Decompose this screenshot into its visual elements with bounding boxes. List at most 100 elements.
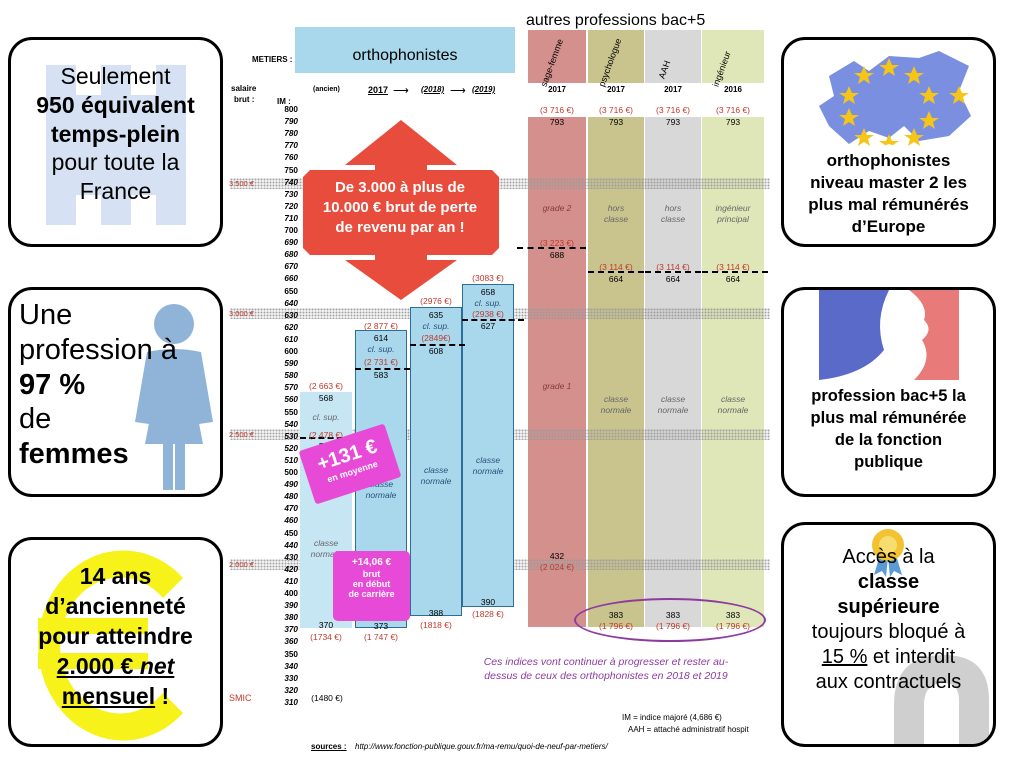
- rosette-icon: [868, 527, 908, 577]
- im-scale-tick: 400: [284, 589, 298, 598]
- c3-top-val: (2976 €): [420, 296, 452, 306]
- women-line5: femmes: [19, 438, 129, 471]
- year-2019: (2019): [472, 85, 496, 94]
- c1-mid-val: (2 478 €): [308, 430, 344, 440]
- im-scale-tick: 760: [284, 153, 298, 163]
- sf-bottom-val: (2 024 €): [539, 562, 575, 572]
- im-scale-tick: 360: [284, 637, 298, 647]
- europe-map-icon: [809, 46, 974, 146]
- c1-top-im: 568: [318, 393, 334, 403]
- c1-cl-sup: cl. sup.: [312, 412, 340, 422]
- c3-bottom-im: 388: [428, 608, 444, 618]
- im-scale-tick: 640: [284, 298, 298, 308]
- cs-line1: Accès à la: [842, 546, 935, 568]
- cs-line3: supérieure: [837, 596, 940, 618]
- im-scale-tick: 610: [284, 334, 298, 344]
- women-line1: Une: [19, 299, 73, 331]
- side-smic: SMIC: [229, 693, 252, 703]
- psy-top-im: 793: [608, 117, 624, 127]
- c3-dash-val: (2849€): [421, 333, 451, 343]
- im-scale-tick: 410: [284, 576, 298, 586]
- im-scale-tick: 440: [284, 540, 298, 550]
- aah-top-im: 793: [665, 117, 681, 127]
- c2-bottom-val: (1 747 €): [363, 632, 399, 642]
- left-box-women: Une profession à 97 % de femmes: [8, 287, 223, 497]
- c3-dash-im: 608: [428, 346, 444, 356]
- seniority-line5: mensuel: [61, 682, 156, 709]
- seniority-excl: !: [155, 682, 170, 709]
- c4-bottom-im: 390: [480, 597, 496, 607]
- c3-cl-sup: cl. sup.: [422, 321, 450, 331]
- note-line2: dessus de ceux des orthophonistes en 201…: [484, 670, 728, 683]
- fp-line2: plus mal rémunérée: [810, 408, 967, 427]
- im-scale-tick: 750: [284, 165, 298, 175]
- im-scale-tick: 800: [284, 105, 298, 114]
- im-scale-tick: 340: [284, 661, 298, 671]
- psy-column-body: [588, 117, 644, 627]
- europe-line3: plus mal rémunérés: [808, 195, 969, 215]
- aah-dash-im: 664: [665, 274, 681, 284]
- fp-line1: profession bac+5 la: [811, 387, 966, 405]
- note-line1: Ces indices vont continuer à progresser …: [483, 656, 729, 668]
- pink14-line1: +14,06 €: [351, 557, 392, 568]
- c4-top-im: 658: [480, 287, 496, 297]
- salaire-label-1: salaire: [231, 84, 257, 93]
- year-2018: (2018): [421, 85, 445, 94]
- ftes-line5: France: [79, 178, 152, 204]
- im-scale-tick: 460: [284, 516, 298, 526]
- im-scale-tick: 730: [284, 189, 298, 199]
- psy-dash-val: (3 114 €): [599, 262, 633, 272]
- im-scale-tick: 590: [284, 359, 298, 369]
- prof-year-ing: 2016: [724, 85, 742, 94]
- band-3500: [230, 178, 770, 189]
- cs-line4: toujours bloqué à: [811, 621, 966, 643]
- im-scale-tick: 500: [284, 468, 298, 477]
- header-ortho-band: [295, 27, 515, 73]
- arrow-line1: De 3.000 à plus de: [334, 179, 466, 196]
- seniority-line3: pour atteindre: [38, 622, 193, 649]
- im-scale-tick: 740: [284, 177, 298, 187]
- ing-dash-val: (3 114 €): [716, 262, 750, 272]
- c3-normale: normale: [420, 476, 452, 486]
- side-2500: 2 500 €: [229, 430, 255, 439]
- psy-top-val: (3 716 €): [598, 105, 634, 115]
- highlight-ellipse: [574, 598, 766, 642]
- aah-normale: normale: [657, 405, 689, 415]
- c2-top-im: 614: [373, 333, 389, 343]
- c3-top-im: 635: [428, 310, 444, 320]
- im-scale-tick: 310: [284, 697, 298, 707]
- c2-top-val: (2 877 €): [363, 321, 399, 331]
- sage-femme-column-body: [528, 117, 586, 627]
- autres-title: autres professions bac+5: [526, 12, 706, 29]
- arrow-right-icon: ⟶: [450, 85, 466, 97]
- seniority-line4: 2.000 €: [56, 652, 134, 679]
- legend-im: IM = indice majoré (4,686 €): [622, 713, 722, 722]
- europe-line2: niveau master 2 les: [810, 173, 967, 193]
- ing-column: [702, 30, 764, 83]
- cs-line6: aux contractuels: [815, 671, 962, 693]
- women-line3: 97 %: [19, 368, 86, 401]
- euro-icon: [33, 548, 203, 743]
- c3-bottom-val: (1818 €): [420, 620, 452, 630]
- c2-bottom-im: 373: [373, 621, 389, 631]
- im-scale-tick: 630: [284, 310, 298, 320]
- prof-year-sage: 2017: [548, 85, 566, 94]
- psy-classe2: classe: [603, 394, 629, 404]
- im-scale-tick: 420: [284, 564, 298, 574]
- im-scale-tick: 520: [284, 443, 298, 453]
- im-scale-tick: 620: [284, 322, 298, 332]
- aah-dash-val: (3 114 €): [656, 262, 690, 272]
- c4-bottom-val: (1828 €): [472, 609, 504, 619]
- ing-top-im: 793: [725, 117, 741, 127]
- ortho-title: orthophonistes: [352, 47, 458, 64]
- psy-classe: classe: [603, 214, 629, 224]
- c2-classe: classe: [368, 479, 394, 489]
- c2-cl-sup: cl. sup.: [367, 344, 395, 354]
- aah-classe2: classe: [660, 394, 686, 404]
- seniority-line1: 14 ans: [79, 563, 152, 589]
- right-box-europe: orthophonistes niveau master 2 les plus …: [781, 37, 996, 247]
- sources-url: http://www.fonction-publique.gouv.fr/ma-…: [355, 742, 608, 751]
- psy-dash: [588, 271, 644, 273]
- left-box-ftes: Seulement 950 équivalent temps-plein pou…: [8, 37, 223, 247]
- c1-top-val: (2 663 €): [308, 381, 344, 391]
